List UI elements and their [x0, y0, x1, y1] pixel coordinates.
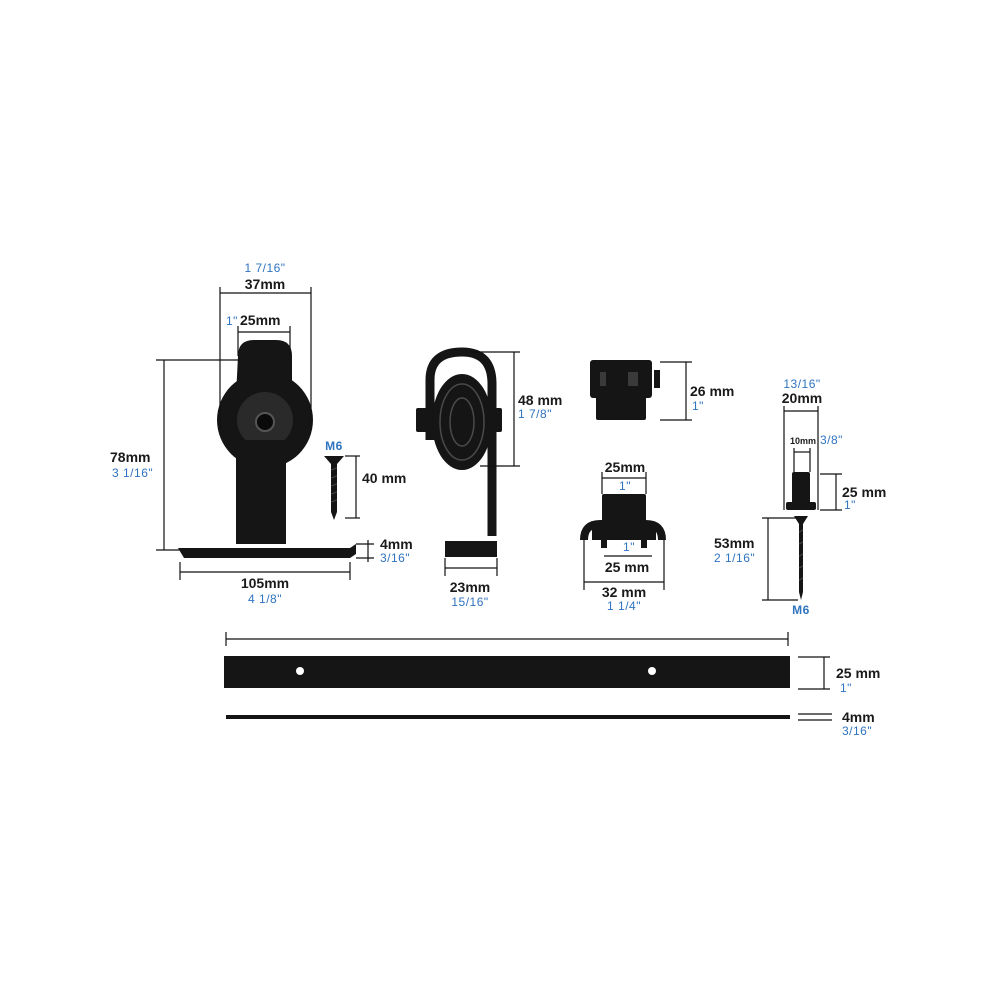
anti-jump-height-mm: 48 mm [518, 392, 562, 408]
hanger-inner-width-in: 1" [226, 314, 238, 328]
hanger-plate-thickness-in: 3/16" [380, 551, 410, 565]
hanger-part [178, 340, 356, 558]
floor-guide-total-width-in: 1 1/4" [607, 599, 641, 613]
spacer-height-in: 1" [844, 498, 856, 512]
spacer-screw-part [786, 472, 816, 600]
floor-guide-top-width-mm: 25mm [605, 459, 645, 475]
screw-m6-40-part [324, 456, 344, 520]
spacer-screw-dimensions: 13/16" 20mm 10mm 3/8" 25 mm 1" 53mm 2 1/… [714, 377, 886, 617]
rail-height-mm: 25 mm [836, 665, 880, 681]
rail-height-in: 1" [840, 681, 852, 695]
spacer-screw-length-mm: 53mm [714, 535, 754, 551]
spacer-inner-width-in: 3/8" [820, 433, 843, 447]
stopper-part [590, 360, 660, 420]
hanger-plate-thickness-mm: 4mm [380, 536, 413, 552]
stopper-dimensions: 26 mm 1" [660, 361, 734, 421]
spacer-screw-size: M6 [792, 603, 810, 617]
floor-guide-top-width-in: 1" [619, 479, 631, 493]
anti-jump-part [416, 347, 502, 557]
rail-dimensions: 25 mm 1" 4mm 3/16" [225, 632, 880, 738]
floor-guide-part [580, 494, 666, 548]
floor-guide-dimensions: 25mm 1" 1" 25 mm 32 mm 1 1/4" [583, 459, 665, 613]
hanger-outer-width-in: 1 7/16" [244, 261, 285, 275]
rail-part [224, 656, 790, 719]
spacer-screw-length-in: 2 1/16" [714, 551, 755, 565]
hanger-dimensions: 1 7/16" 37mm 1" 25mm 78mm 3 1/16" 105mm … [110, 261, 413, 606]
floor-guide-inner-width-in: 1" [623, 540, 635, 554]
spacer-outer-width-mm: 20mm [782, 390, 822, 406]
screw-m6-40-dimensions: M6 40 mm [325, 439, 406, 519]
hanger-inner-width-mm: 25mm [240, 312, 280, 328]
screw-m6-size: M6 [325, 439, 343, 453]
rail-thickness-mm: 4mm [842, 709, 875, 725]
screw-m6-length-mm: 40 mm [362, 470, 406, 486]
hanger-outer-width-mm: 37mm [245, 276, 285, 292]
stopper-height-in: 1" [692, 399, 704, 413]
hanger-base-length-mm: 105mm [241, 575, 289, 591]
spacer-height-mm: 25 mm [842, 484, 886, 500]
hanger-base-length-in: 4 1/8" [248, 592, 282, 606]
spacer-inner-width-mm: 10mm [790, 436, 816, 446]
hanger-height-mm: 78mm [110, 449, 150, 465]
stopper-height-mm: 26 mm [690, 383, 734, 399]
anti-jump-dimensions: 48 mm 1 7/8" 23mm 15/16" [444, 351, 562, 609]
anti-jump-height-in: 1 7/8" [518, 407, 552, 421]
hanger-height-in: 3 1/16" [112, 466, 153, 480]
anti-jump-width-mm: 23mm [450, 579, 490, 595]
rail-thickness-in: 3/16" [842, 724, 872, 738]
spacer-outer-width-in: 13/16" [783, 377, 820, 391]
floor-guide-total-width-mm: 32 mm [602, 584, 646, 600]
anti-jump-width-in: 15/16" [451, 595, 488, 609]
floor-guide-inner-width-mm: 25 mm [605, 559, 649, 575]
